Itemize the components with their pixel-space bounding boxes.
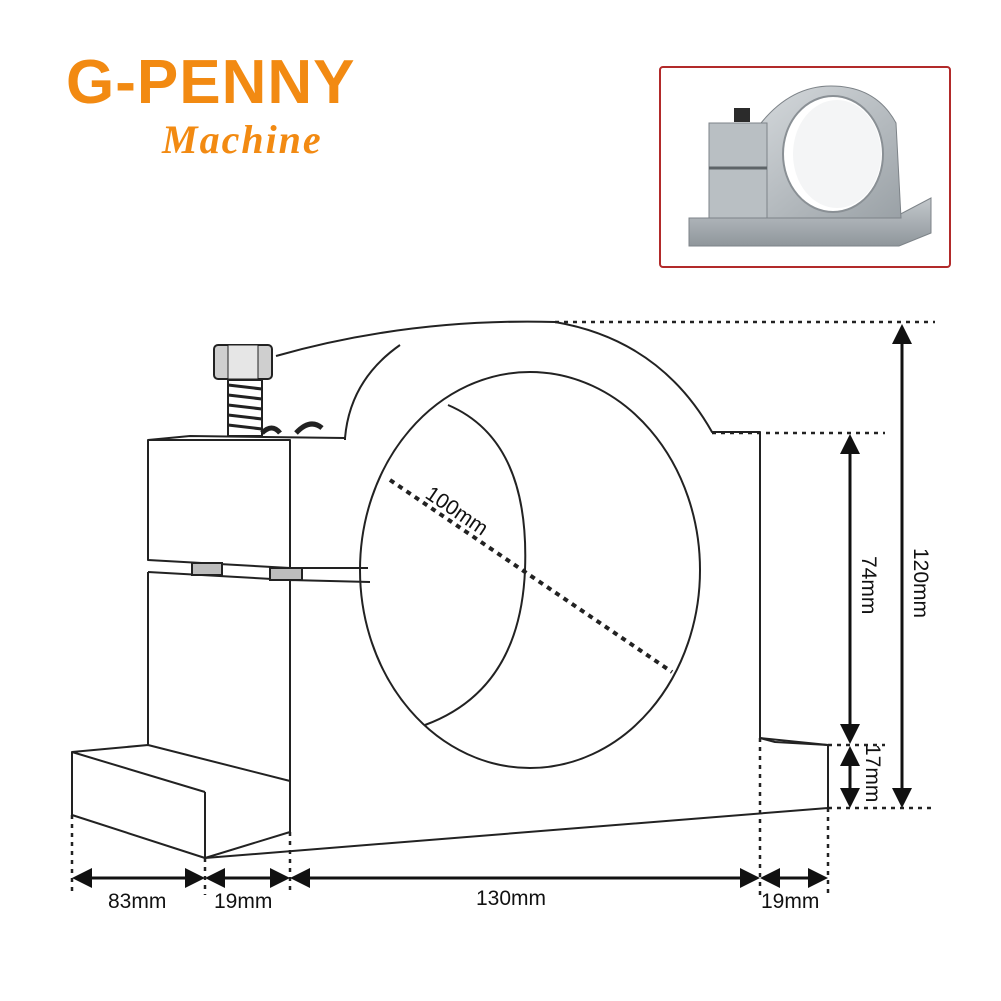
label-base-height: 17mm xyxy=(861,744,884,802)
upper-clamp-top xyxy=(147,435,346,441)
label-right-step: 19mm xyxy=(761,890,819,913)
spindle-clamp-photo-icon xyxy=(688,85,932,247)
brand-name: G-PENNY xyxy=(66,48,356,117)
lower-block xyxy=(147,571,371,781)
brand-subtitle: Machine xyxy=(162,117,323,162)
hex-bolt-icon xyxy=(191,344,324,581)
label-body-width: 130mm xyxy=(476,887,546,910)
upper-clamp-block xyxy=(147,439,291,569)
product-photo-frame xyxy=(659,66,951,268)
body-arc xyxy=(344,344,401,439)
label-left-step: 19mm xyxy=(214,890,272,913)
label-base-depth: 83mm xyxy=(108,890,166,913)
left-base-edge xyxy=(71,751,206,793)
diameter-line xyxy=(388,478,674,674)
bore-outer xyxy=(359,371,701,769)
label-bore-diameter: 100mm xyxy=(421,482,492,540)
bore-inner-edge xyxy=(424,404,527,726)
label-upper-height: 74mm xyxy=(857,556,880,614)
label-total-height: 120mm xyxy=(909,548,932,618)
right-step xyxy=(759,737,829,746)
main-body-outline xyxy=(204,320,829,859)
